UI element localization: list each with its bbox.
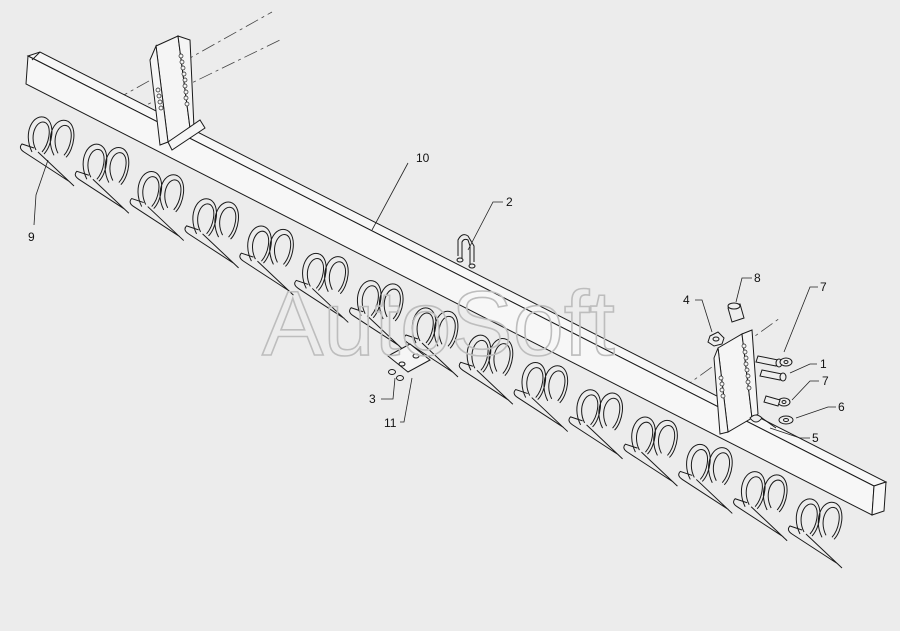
callout-3: 3 xyxy=(369,392,376,406)
spring-tine xyxy=(513,362,569,432)
callout-6: 6 xyxy=(838,400,845,414)
spring-tine xyxy=(129,171,185,241)
spring-tine xyxy=(19,116,75,187)
nut-4 xyxy=(707,331,725,347)
left-mounting-bracket xyxy=(149,35,206,151)
spring-tine xyxy=(349,280,404,351)
spring-tine xyxy=(294,252,349,323)
callout-4: 4 xyxy=(683,293,690,307)
callout-7a: 7 xyxy=(820,280,827,294)
spring-tine xyxy=(403,307,459,378)
spring-tine xyxy=(568,389,623,460)
spring-tine xyxy=(623,416,678,487)
callout-labels: 9 10 2 3 11 4 8 7 1 7 6 5 xyxy=(28,151,845,445)
spring-tine xyxy=(239,225,294,296)
main-square-tube xyxy=(25,51,888,516)
spring-tines xyxy=(19,116,843,569)
pin-6 xyxy=(778,415,794,425)
callout-1: 1 xyxy=(820,357,827,371)
spring-tine xyxy=(184,198,239,269)
watermark: AutoSoft xyxy=(262,273,615,375)
callout-10: 10 xyxy=(416,151,430,165)
callout-8: 8 xyxy=(754,271,761,285)
u-bolt xyxy=(456,234,476,269)
pin-5 xyxy=(749,414,777,429)
callout-2: 2 xyxy=(506,195,513,209)
callout-5: 5 xyxy=(812,431,819,445)
spring-tine xyxy=(458,334,514,405)
spring-tine xyxy=(787,498,843,569)
leader-lines xyxy=(33,159,836,439)
nuts-3 xyxy=(388,369,404,381)
clamp-plate xyxy=(387,343,431,373)
callout-11: 11 xyxy=(384,416,397,430)
bushing-8 xyxy=(727,302,745,323)
spring-tine xyxy=(74,143,130,214)
right-mounting-bracket xyxy=(713,329,759,435)
spring-tine xyxy=(678,443,733,514)
bolts-1 xyxy=(755,355,787,382)
spring-tine xyxy=(733,471,788,542)
callout-9: 9 xyxy=(28,230,35,244)
callout-7b: 7 xyxy=(822,374,829,388)
washers-7 xyxy=(763,357,793,407)
